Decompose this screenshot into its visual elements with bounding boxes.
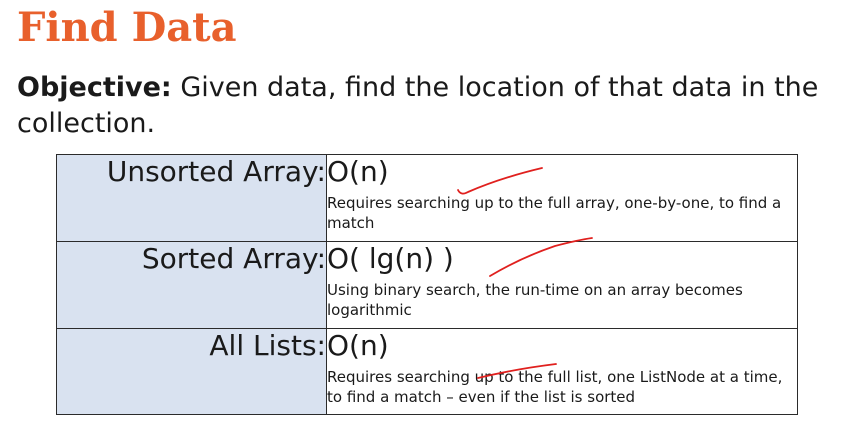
row-label-unsorted-array: Unsorted Array: [56,154,327,242]
table-row: All Lists: O(n) Requires searching up to… [56,328,798,415]
objective-body: Given data, find the location of that da… [17,72,819,139]
row-label-sorted-array: Sorted Array: [56,241,327,329]
table-row: Sorted Array: O( lg(n) ) Using binary se… [56,241,798,329]
table-row: Unsorted Array: O(n) Requires searching … [56,154,798,242]
complexity-table: Unsorted Array: O(n) Requires searching … [56,154,798,415]
row-body-unsorted-array: O(n) Requires searching up to the full a… [326,154,798,242]
slide-title: Find Data [17,4,237,51]
objective-text: Objective: Given data, find the location… [17,70,837,142]
row-body-sorted-array: O( lg(n) ) Using binary search, the run-… [326,241,798,329]
row-label-all-lists: All Lists: [56,328,327,415]
objective-lead: Objective: [17,72,172,103]
complexity-value: O(n) [327,155,389,188]
complexity-description: Using binary search, the run-time on an … [327,281,743,319]
complexity-description: Requires searching up to the full array,… [327,194,782,232]
row-body-all-lists: O(n) Requires searching up to the full l… [326,328,798,415]
complexity-value: O( lg(n) ) [327,242,454,275]
complexity-description: Requires searching up to the full list, … [327,368,783,406]
complexity-value: O(n) [327,329,389,362]
